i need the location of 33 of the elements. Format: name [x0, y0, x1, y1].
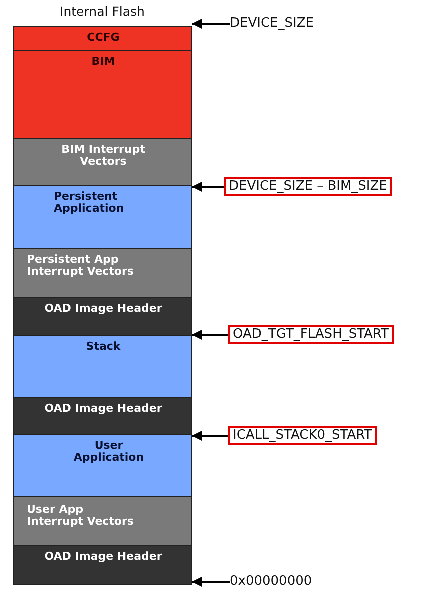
region-label: OAD Image Header	[44, 551, 164, 563]
flash-region	[13, 397, 192, 435]
flash-region	[13, 138, 192, 186]
region-label: CCFG	[86, 32, 121, 44]
address-label: 0x00000000	[230, 574, 312, 589]
region-label: BIM Interrupt Vectors	[60, 144, 146, 168]
region-label: Persistent App Interrupt Vectors	[27, 254, 135, 278]
flash-region	[13, 50, 192, 139]
flash-region	[13, 26, 192, 51]
region-label: BIM	[90, 56, 116, 68]
flash-region	[13, 434, 192, 497]
region-label: User App Interrupt Vectors	[27, 504, 135, 528]
flash-region	[13, 496, 192, 546]
arrow	[192, 330, 228, 340]
arrow	[192, 577, 230, 587]
flash-region	[13, 297, 192, 336]
arrow	[192, 182, 224, 192]
highlighted-address-label: OAD_TGT_FLASH_START	[228, 325, 394, 344]
region-label: OAD Image Header	[44, 403, 164, 415]
flash-region	[13, 545, 192, 585]
column-title: Internal Flash	[59, 4, 146, 19]
flash-region	[13, 185, 192, 249]
region-label: Persistent Application	[54, 191, 126, 215]
highlighted-address-label: ICALL_STACK0_START	[228, 426, 378, 445]
arrow	[192, 431, 228, 441]
flash-region	[13, 335, 192, 398]
arrow	[192, 19, 230, 29]
region-label: OAD Image Header	[44, 303, 164, 315]
highlighted-address-label: DEVICE_SIZE – BIM_SIZE	[224, 177, 392, 196]
flash-region	[13, 248, 192, 298]
region-label: Stack	[85, 341, 122, 353]
region-label: User Application	[72, 440, 146, 464]
address-label: DEVICE_SIZE	[230, 16, 314, 31]
